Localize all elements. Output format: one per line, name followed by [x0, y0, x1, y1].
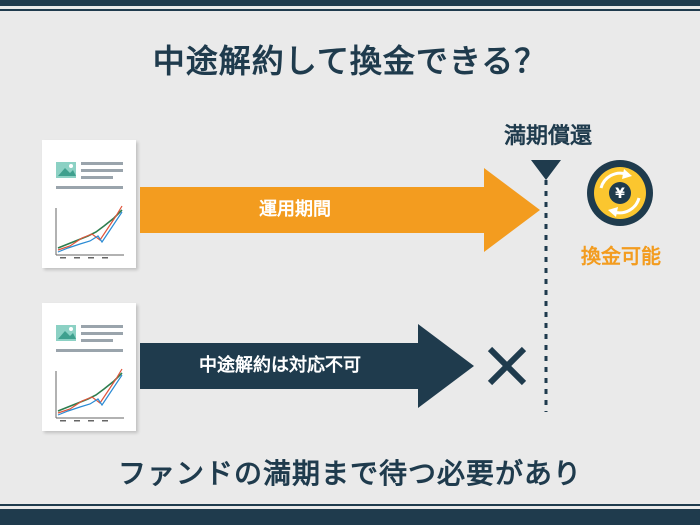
svg-text:¥: ¥	[615, 186, 625, 202]
bottom-border-line	[0, 504, 700, 506]
footer-caption: ファンドの満期まで待つ必要があり	[0, 452, 700, 492]
redeemable-label: 換金可能	[566, 240, 676, 269]
maturity-label: 満期償還	[478, 118, 618, 150]
maturity-marker-icon	[531, 160, 561, 180]
yen-coin-icon: ¥	[587, 160, 653, 226]
bottom-border	[0, 509, 700, 525]
early-cancel-label: 中途解約は対応不可	[160, 356, 400, 376]
operation-period-label: 運用期間	[200, 200, 390, 220]
cross-icon	[490, 349, 524, 383]
